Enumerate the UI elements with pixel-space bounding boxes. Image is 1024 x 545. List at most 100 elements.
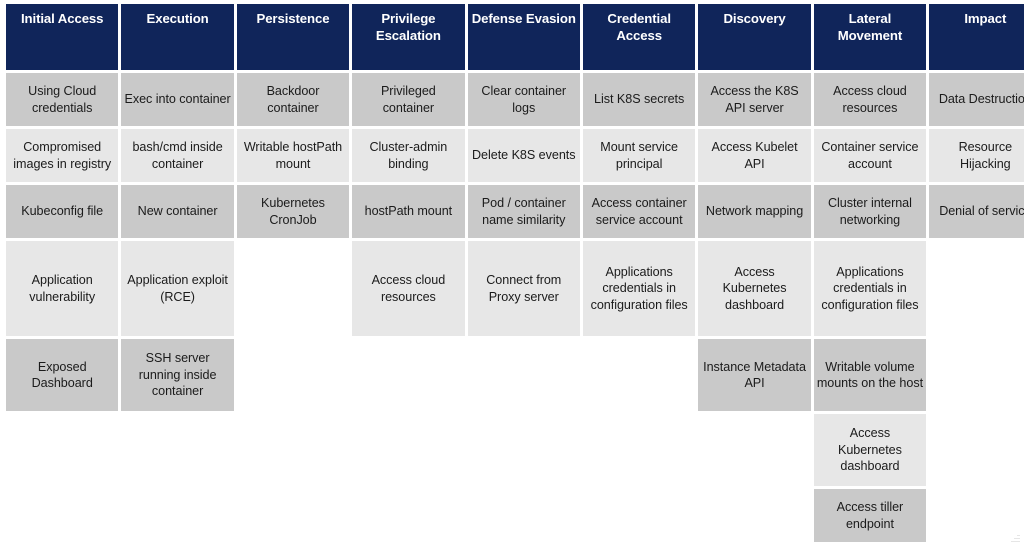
matrix-cell[interactable]: New container [121, 185, 234, 238]
matrix-cell-label: Exposed Dashboard [31, 359, 93, 390]
matrix-cell[interactable]: Access Kubelet API [698, 129, 811, 182]
matrix-cell[interactable]: Exposed Dashboard [6, 339, 119, 411]
matrix-cell-empty [929, 241, 1024, 336]
matrix-cell[interactable]: Pod / container name similarity [467, 185, 580, 238]
matrix-cell[interactable]: Application exploit (RCE) [121, 241, 234, 336]
matrix-cell[interactable]: hostPath mount [352, 185, 465, 238]
matrix-cell[interactable]: List K8S secrets [582, 73, 696, 126]
matrix-cell-label: Using Cloud credentials [28, 84, 97, 115]
matrix-cell-empty [583, 339, 695, 411]
matrix-cell[interactable]: Delete K8S events [467, 129, 580, 182]
resize-handle-icon[interactable] [1011, 533, 1020, 542]
matrix-cell[interactable]: Cluster internal networking [813, 185, 927, 238]
column-header-persistence[interactable]: Persistence [236, 4, 350, 70]
matrix-cell[interactable]: Using Cloud credentials [6, 73, 119, 126]
matrix-column-initial-access: Initial Access Using Cloud credentials C… [6, 4, 119, 542]
matrix-cell-label: Privileged container [380, 84, 436, 115]
matrix-cell[interactable]: Container service account [813, 129, 927, 182]
column-header-defense-evasion[interactable]: Defense Evasion [467, 4, 580, 70]
matrix-cell[interactable]: Applications credentials in configuratio… [813, 241, 927, 336]
matrix-cell-empty [237, 414, 349, 486]
matrix-cell-label: Writable volume mounts on the host [816, 359, 924, 390]
matrix-cell-empty [121, 414, 233, 486]
matrix-cell[interactable]: Denial of service [929, 185, 1024, 238]
matrix-cell[interactable]: Access container service account [582, 185, 696, 238]
matrix-cell[interactable]: Clear container logs [467, 73, 580, 126]
matrix-cell[interactable]: Network mapping [698, 185, 811, 238]
matrix-cell-empty [121, 489, 233, 542]
matrix-cell-label: Resource Hijacking [958, 140, 1013, 171]
matrix-cell-label: bash/cmd inside container [132, 140, 223, 171]
matrix-cell-empty [237, 489, 349, 542]
matrix-cell-label: Delete K8S events [472, 148, 576, 163]
matrix-cell[interactable]: Mount service principal [582, 129, 696, 182]
matrix-cell[interactable]: Compromised images in registry [6, 129, 119, 182]
column-header-execution[interactable]: Execution [121, 4, 234, 70]
matrix-cell[interactable]: Cluster-admin binding [352, 129, 465, 182]
matrix-cell-label: Exec into container [124, 92, 231, 107]
matrix-cell-label: hostPath mount [364, 204, 453, 219]
matrix-cell[interactable]: Access Kubernetes dashboard [813, 414, 927, 486]
matrix-cell[interactable]: bash/cmd inside container [121, 129, 234, 182]
matrix-cell[interactable]: SSH server running inside container [121, 339, 234, 411]
matrix-column-defense-evasion: Defense Evasion Clear container logs Del… [467, 4, 580, 542]
matrix-cell-label: Data Destruction [938, 92, 1024, 107]
matrix-cell-label: Pod / container name similarity [481, 196, 566, 227]
matrix-cell-label: Denial of service [939, 204, 1024, 219]
matrix-cell[interactable]: Data Destruction [929, 73, 1024, 126]
matrix-cell[interactable]: Kubernetes CronJob [236, 185, 350, 238]
matrix-cell[interactable]: Exec into container [121, 73, 234, 126]
matrix-cell[interactable]: Backdoor container [236, 73, 350, 126]
matrix-cell-empty [468, 414, 580, 486]
matrix-column-privilege-escalation: Privilege Escalation Privileged containe… [352, 4, 465, 542]
matrix-cell[interactable]: Instance Metadata API [698, 339, 811, 411]
matrix-column-lateral-movement: Lateral Movement Access cloud resources … [813, 4, 927, 542]
matrix-cell-label: Access the K8S API server [710, 84, 799, 115]
column-header-privilege-escalation[interactable]: Privilege Escalation [352, 4, 465, 70]
matrix-cell-label: Access Kubelet API [711, 140, 798, 171]
matrix-cell-label: Access cloud resources [833, 84, 907, 115]
matrix-cell-label: Applications credentials in configuratio… [590, 264, 688, 312]
matrix-cell[interactable]: Access cloud resources [813, 73, 927, 126]
matrix-cell-empty [583, 489, 695, 542]
column-header-discovery[interactable]: Discovery [698, 4, 811, 70]
matrix-cell-empty [352, 339, 464, 411]
column-header-credential-access[interactable]: Credential Access [582, 4, 696, 70]
matrix-cell-empty [583, 414, 695, 486]
matrix-cell-label: Application exploit (RCE) [127, 273, 228, 304]
matrix-cell-empty [468, 489, 580, 542]
column-header-impact[interactable]: Impact [929, 4, 1024, 70]
matrix-cell-label: Applications credentials in configuratio… [821, 264, 919, 312]
column-header-lateral-movement[interactable]: Lateral Movement [813, 4, 927, 70]
matrix-cell[interactable]: Access tiller endpoint [813, 489, 927, 542]
matrix-cell-empty [6, 414, 118, 486]
matrix-cell[interactable]: Resource Hijacking [929, 129, 1024, 182]
matrix-cell[interactable]: Access the K8S API server [698, 73, 811, 126]
matrix-cell-label: Backdoor container [266, 84, 320, 115]
matrix-cell[interactable]: Access cloud resources [352, 241, 465, 336]
matrix-cell-empty [929, 339, 1024, 411]
matrix-cell[interactable]: Applications credentials in configuratio… [582, 241, 696, 336]
matrix-cell-label: Cluster internal networking [827, 196, 912, 227]
matrix-cell-label: Cluster-admin binding [369, 140, 448, 171]
matrix-cell-label: SSH server running inside container [138, 351, 217, 399]
matrix-cell[interactable]: Connect from Proxy server [467, 241, 580, 336]
column-header-initial-access[interactable]: Initial Access [6, 4, 119, 70]
matrix-cell-empty [698, 489, 810, 542]
matrix-cell[interactable]: Writable hostPath mount [236, 129, 350, 182]
matrix-cell[interactable]: Access Kubernetes dashboard [698, 241, 811, 336]
matrix-cell[interactable]: Kubeconfig file [6, 185, 119, 238]
matrix-cell-label: Network mapping [705, 204, 804, 219]
matrix-cell-label: Clear container logs [481, 84, 567, 115]
matrix-cell-label: List K8S secrets [594, 92, 685, 107]
matrix-cell[interactable]: Application vulnerability [6, 241, 119, 336]
matrix-cell-label: Access tiller endpoint [836, 500, 904, 531]
matrix-cell[interactable]: Writable volume mounts on the host [813, 339, 927, 411]
matrix-cell-empty [6, 489, 118, 542]
matrix-column-credential-access: Credential Access List K8S secrets Mount… [582, 4, 696, 542]
matrix-cell-label: Compromised images in registry [13, 140, 112, 171]
matrix-cell-label: Writable hostPath mount [243, 140, 343, 171]
matrix-cell-label: Instance Metadata API [703, 359, 806, 390]
matrix-cell[interactable]: Privileged container [352, 73, 465, 126]
